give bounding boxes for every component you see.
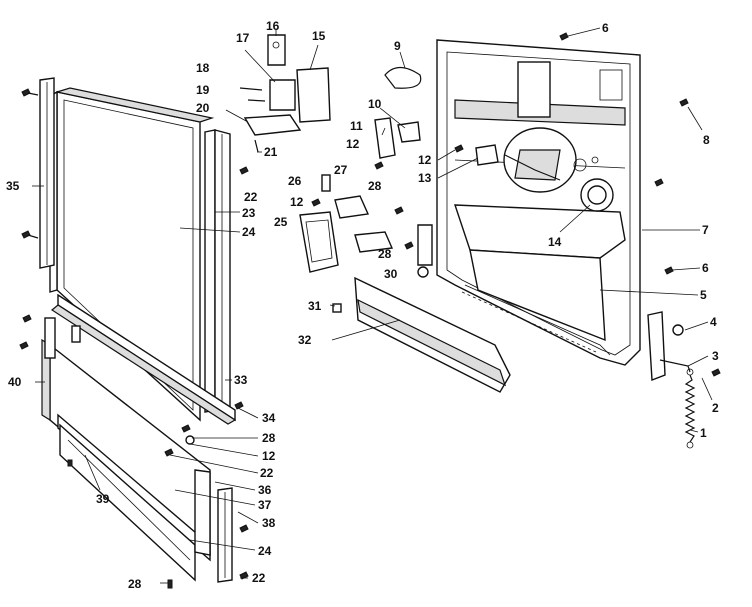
callout-6-top: 6 <box>602 21 609 35</box>
callout-31: 31 <box>308 299 322 313</box>
callout-33: 33 <box>234 373 248 387</box>
callout-24-a: 24 <box>242 225 256 239</box>
callout-11: 11 <box>350 119 363 133</box>
callout-14: 14 <box>548 235 562 249</box>
callout-16: 16 <box>266 19 280 33</box>
callout-28-d: 28 <box>128 577 142 591</box>
callout-40: 40 <box>8 375 22 389</box>
hinge-assembly <box>239 34 331 153</box>
outer-door-panel <box>49 87 215 422</box>
callout-15: 15 <box>312 29 326 43</box>
callout-17: 17 <box>236 31 250 45</box>
callout-8: 8 <box>703 133 710 147</box>
callout-23: 23 <box>242 206 256 220</box>
callout-12-c: 12 <box>290 195 304 209</box>
callout-21: 21 <box>264 145 278 159</box>
callout-9: 9 <box>394 39 401 53</box>
callout-27: 27 <box>334 163 348 177</box>
latch-assembly <box>299 174 433 278</box>
callout-7: 7 <box>702 223 709 237</box>
callout-12-a: 12 <box>346 137 360 151</box>
callout-22-c: 22 <box>252 571 266 585</box>
callout-28-b: 28 <box>378 247 392 261</box>
door-spring <box>684 368 696 449</box>
callout-28-a: 28 <box>368 179 382 193</box>
callout-1: 1 <box>700 426 707 440</box>
bottom-channel <box>50 293 237 425</box>
leader-lines <box>32 27 713 584</box>
callout-22-a: 22 <box>244 190 258 204</box>
callout-2: 2 <box>712 401 719 415</box>
callout-30: 30 <box>384 267 398 281</box>
right-trim-strip <box>204 129 231 413</box>
callout-19: 19 <box>196 83 210 97</box>
callout-34: 34 <box>262 411 276 425</box>
callout-26: 26 <box>288 174 302 188</box>
callout-18: 18 <box>196 61 210 75</box>
callout-12-d: 12 <box>262 449 276 463</box>
hinge-arm <box>647 311 691 381</box>
callout-39: 39 <box>96 492 110 506</box>
callout-37: 37 <box>258 498 272 512</box>
callout-38: 38 <box>262 516 276 530</box>
callout-22-b: 22 <box>260 466 274 480</box>
callout-13: 13 <box>418 171 432 185</box>
callout-36: 36 <box>258 483 272 497</box>
misc-door-parts <box>374 66 561 181</box>
callout-20: 20 <box>196 101 210 115</box>
callout-5: 5 <box>700 288 707 302</box>
callout-28-c: 28 <box>262 431 276 445</box>
callout-4: 4 <box>710 315 717 329</box>
callout-3: 3 <box>712 349 719 363</box>
screws <box>19 32 721 589</box>
left-trim-strip <box>39 77 55 269</box>
callout-32: 32 <box>298 333 312 347</box>
callout-6-right: 6 <box>702 261 709 275</box>
inner-door-panel <box>436 39 641 366</box>
callout-25: 25 <box>274 215 288 229</box>
callout-labels: 1 2 3 4 5 6 6 7 8 9 10 11 12 12 12 12 13… <box>6 19 719 591</box>
callout-24-b: 24 <box>258 544 272 558</box>
callout-12-b: 12 <box>418 153 432 167</box>
callout-10: 10 <box>368 97 382 111</box>
callout-35: 35 <box>6 179 20 193</box>
lower-panel-assembly <box>41 338 233 583</box>
